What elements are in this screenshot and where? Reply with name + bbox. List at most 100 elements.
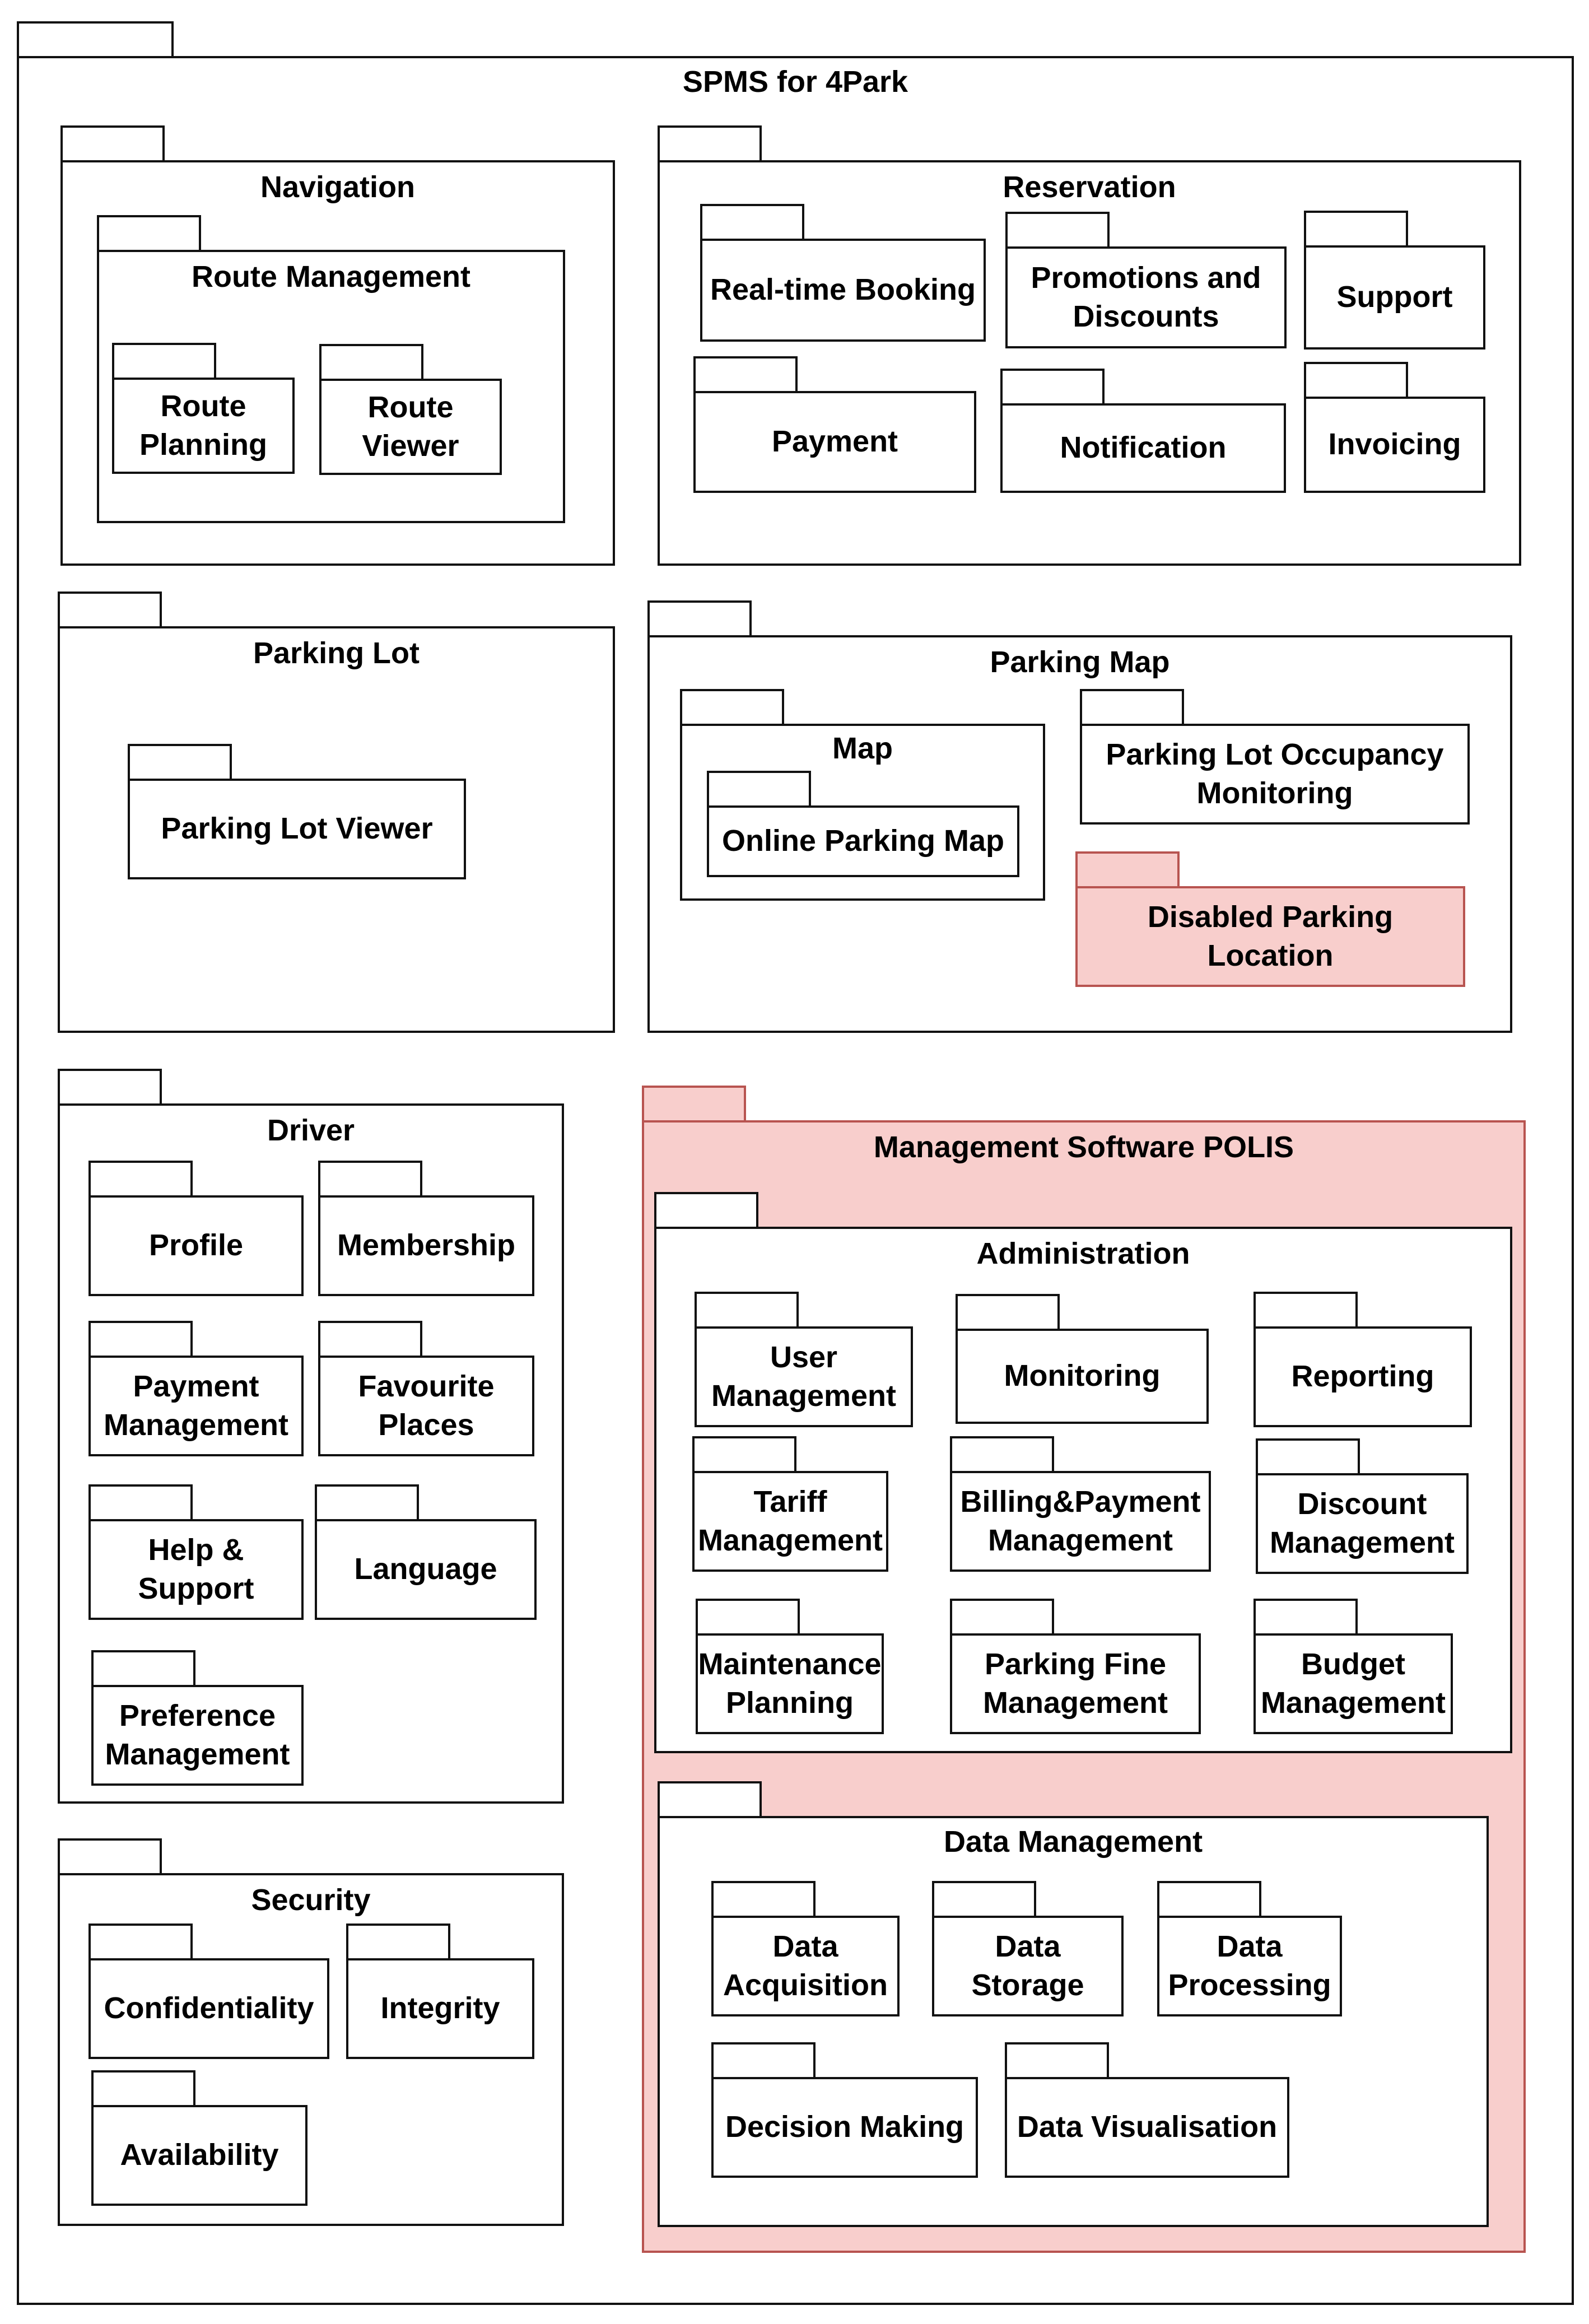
package-notification: Notification: [1000, 403, 1286, 493]
package-language: Language: [315, 1519, 537, 1620]
package-membership: Membership: [318, 1195, 534, 1296]
package-tab: [88, 1924, 193, 1960]
package-label: Support: [1336, 280, 1453, 314]
package-preference-management: Preference Management: [91, 1685, 304, 1786]
package-label: User Management: [711, 1340, 897, 1413]
package-label: Integrity: [380, 1991, 500, 2025]
package-disabled-parking: Disabled Parking Location: [1075, 886, 1465, 987]
package-tab: [642, 1086, 746, 1123]
package-availability: Availability: [91, 2105, 307, 2206]
package-monitoring: Monitoring: [956, 1329, 1209, 1424]
package-billing-payment: Billing&Payment Management: [950, 1471, 1211, 1572]
package-label: Favourite Places: [358, 1369, 495, 1442]
package-title: Security: [251, 1883, 371, 1917]
package-reporting: Reporting: [1254, 1326, 1472, 1427]
package-tab: [58, 1838, 162, 1875]
package-label: Invoicing: [1328, 427, 1461, 462]
package-discount-management: Discount Management: [1256, 1473, 1469, 1574]
package-promotions: Promotions and Discounts: [1005, 246, 1287, 348]
package-label: Data Visualisation: [1017, 2110, 1278, 2144]
package-profile: Profile: [88, 1195, 304, 1296]
package-tab: [658, 125, 762, 162]
package-tab: [91, 1650, 195, 1687]
package-tab: [693, 356, 798, 393]
package-maintenance-planning: Maintenance Planning: [696, 1633, 884, 1734]
package-label: Decision Making: [725, 2110, 964, 2144]
package-tab: [97, 215, 201, 252]
package-tab: [647, 600, 752, 637]
package-confidentiality: Confidentiality: [88, 1958, 329, 2059]
package-title: Reservation: [1003, 170, 1176, 204]
package-payment: Payment: [693, 391, 976, 493]
package-tab: [128, 744, 232, 781]
package-label: Real-time Booking: [710, 273, 976, 307]
package-tab: [700, 204, 804, 241]
package-tab: [318, 1161, 422, 1198]
package-title: Map: [832, 732, 893, 765]
package-realtime-booking: Real-time Booking: [700, 239, 986, 342]
package-tab: [1080, 689, 1184, 726]
package-label: Availability: [120, 2138, 279, 2172]
package-title: Data Management: [943, 1825, 1203, 1859]
package-label: Monitoring: [1004, 1359, 1161, 1393]
package-tab: [707, 771, 811, 808]
package-tab: [711, 1881, 816, 1918]
package-tab: [1256, 1438, 1360, 1475]
package-label: Notification: [1060, 431, 1227, 465]
package-label: Budget Management: [1260, 1647, 1446, 1720]
package-tab: [88, 1484, 193, 1521]
package-tab: [932, 1881, 1036, 1918]
package-label: Language: [354, 1552, 497, 1586]
package-label: Maintenance Planning: [698, 1647, 882, 1720]
package-title: Navigation: [260, 170, 416, 204]
package-data-processing: Data Processing: [1157, 1916, 1342, 2016]
package-occupancy-monitoring: Parking Lot Occupancy Monitoring: [1080, 724, 1470, 825]
package-route-viewer: Route Viewer: [319, 379, 502, 475]
package-tab: [950, 1599, 1054, 1636]
package-tab: [711, 2042, 816, 2079]
package-title: Administration: [976, 1237, 1190, 1270]
package-tab: [112, 343, 216, 380]
package-label: Confidentiality: [104, 1991, 314, 2025]
package-tab: [1075, 851, 1180, 888]
package-tab: [956, 1294, 1060, 1331]
package-tab: [1254, 1292, 1358, 1329]
package-tab: [695, 1292, 799, 1329]
package-tab: [88, 1321, 193, 1358]
package-tab: [1304, 362, 1408, 399]
package-label: Route Viewer: [362, 390, 459, 463]
package-tab: [58, 1069, 162, 1106]
package-decision-making: Decision Making: [711, 2077, 978, 2178]
package-parking-fine: Parking Fine Management: [950, 1633, 1201, 1734]
package-label: Payment: [771, 425, 898, 459]
package-tab: [91, 2070, 195, 2107]
package-label: Tariff Management: [697, 1484, 883, 1557]
package-integrity: Integrity: [346, 1958, 534, 2059]
package-help-support: Help & Support: [88, 1519, 304, 1620]
package-label: Parking Lot Occupancy Monitoring: [1106, 737, 1444, 810]
package-title: Management Software POLIS: [873, 1130, 1294, 1164]
package-title: Driver: [267, 1114, 355, 1147]
package-tab: [950, 1436, 1054, 1473]
package-tab: [658, 1781, 762, 1818]
package-label: Discount Management: [1269, 1487, 1455, 1559]
package-label: Parking Lot Viewer: [161, 812, 433, 846]
package-support: Support: [1304, 245, 1485, 350]
package-route-planning: Route Planning: [112, 378, 295, 474]
package-tab: [1005, 212, 1110, 249]
package-label: Data Acquisition: [723, 1929, 888, 2002]
package-parking-lot-viewer: Parking Lot Viewer: [128, 779, 466, 879]
package-invoicing: Invoicing: [1304, 397, 1485, 493]
package-label: Route Planning: [139, 389, 267, 462]
package-tab: [1254, 1599, 1358, 1636]
package-label: Profile: [148, 1228, 244, 1263]
package-label: Parking Fine Management: [982, 1647, 1168, 1720]
package-label: Help & Support: [138, 1533, 254, 1605]
package-tab: [319, 344, 423, 381]
package-data-visualisation: Data Visualisation: [1005, 2077, 1289, 2178]
package-tab: [1000, 369, 1105, 406]
package-tab: [88, 1161, 193, 1198]
package-label: Data Storage: [971, 1929, 1084, 2002]
package-data-storage: Data Storage: [932, 1916, 1124, 2016]
package-tab: [1157, 1881, 1261, 1918]
